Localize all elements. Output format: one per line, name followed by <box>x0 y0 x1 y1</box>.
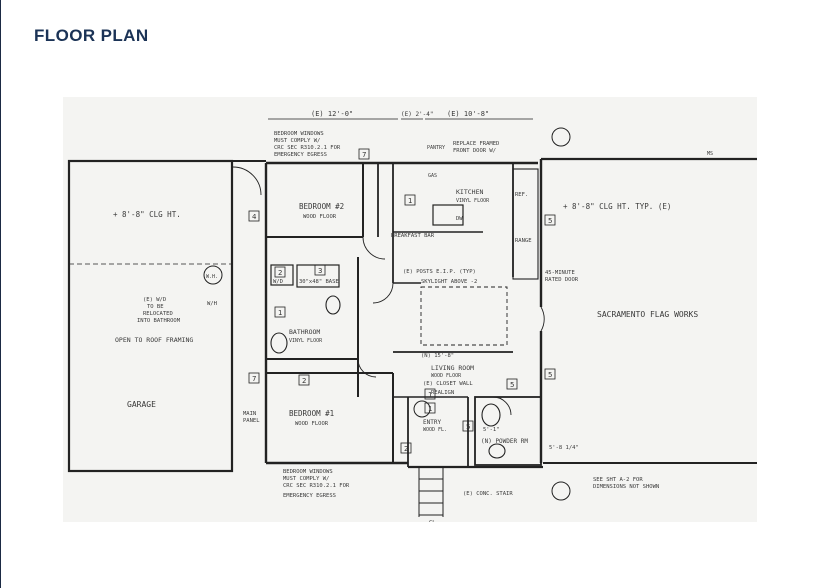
whh-note: W.H. <box>206 274 218 280</box>
svg-text:CRC SEC R310.2.1 FOR: CRC SEC R310.2.1 FOR <box>274 145 341 151</box>
svg-text:5: 5 <box>548 371 552 379</box>
svg-text:7: 7 <box>362 151 366 159</box>
svg-text:45-MINUTE: 45-MINUTE <box>545 270 575 276</box>
svg-text:DIMENSIONS NOT SHOWN: DIMENSIONS NOT SHOWN <box>593 484 659 490</box>
wh-note: W/H <box>207 301 217 307</box>
breakfast-bar-note: BREAKFAST BAR <box>391 233 435 239</box>
dim-label-2: (E) 2'-4" <box>401 111 434 118</box>
bedroom-2-label: BEDROOM #2 <box>299 202 344 211</box>
see-sheet-note: SEE SHT A-2 FOR DIMENSIONS NOT SHOWN <box>593 477 659 490</box>
dim-label-3: (E) 10'-8" <box>447 110 489 118</box>
svg-text:1: 1 <box>428 391 432 399</box>
svg-text:EMERGENCY EGRESS: EMERGENCY EGRESS <box>283 493 336 499</box>
keyed-tag-numbers: 7 4 2 3 1 7 2 1 2 1 5 5 5 5 1 <box>252 151 552 453</box>
bedroom-1-label: BEDROOM #1 <box>289 409 334 418</box>
svg-text:BEDROOM WINDOWS: BEDROOM WINDOWS <box>274 131 324 137</box>
floor-plan-drawing: GARAGE + 8'-8" CLG HT. OPEN TO ROOF FRAM… <box>63 97 757 522</box>
egress-note-top: BEDROOM WINDOWS MUST COMPLY W/ CRC SEC R… <box>274 131 341 158</box>
svg-text:INTO BATHROOM: INTO BATHROOM <box>137 318 181 324</box>
living-room-label: LIVING ROOM <box>431 364 474 372</box>
svg-text:FRONT DOOR W/: FRONT DOOR W/ <box>453 148 496 154</box>
svg-text:MUST COMPLY W/: MUST COMPLY W/ <box>274 138 320 144</box>
open-roof-note: OPEN TO ROOF FRAMING <box>115 336 193 344</box>
living-floor: WOOD FLOOR <box>431 373 462 379</box>
main-panel-note: MAIN PANEL <box>243 411 260 424</box>
range-note: RANGE <box>515 238 532 244</box>
pantry-note: PANTRY <box>427 145 445 151</box>
dw-note: DW <box>456 216 463 222</box>
conc-stair-note: (E) CONC. STAIR <box>463 491 513 497</box>
svg-text:BEDROOM WINDOWS: BEDROOM WINDOWS <box>283 469 333 475</box>
svg-text:TO BE: TO BE <box>147 304 164 310</box>
svg-text:RELOCATED: RELOCATED <box>143 311 173 317</box>
powder-dim-note: 5'-1" <box>483 427 500 433</box>
kitchen-label: KITCHEN <box>456 188 483 196</box>
svg-text:SEE SHT A-2 FOR: SEE SHT A-2 FOR <box>593 477 643 483</box>
svg-text:2: 2 <box>302 377 306 385</box>
svg-text:7: 7 <box>252 375 256 383</box>
wd-note: W/D <box>273 279 283 285</box>
svg-text:2: 2 <box>278 269 282 277</box>
ms-note: MS <box>707 151 713 157</box>
svg-text:5: 5 <box>510 381 514 389</box>
page-left-rule <box>0 0 1 588</box>
dim-label-1: (E) 12'-0" <box>311 110 353 118</box>
plan-walls <box>67 118 757 517</box>
svg-text:MAIN: MAIN <box>243 411 256 417</box>
ceiling-note-left: + 8'-8" CLG HT. <box>113 210 181 219</box>
gas-note: GAS <box>428 173 437 179</box>
realign-note: REALIGN <box>431 390 454 396</box>
svg-text:REPLACE FRAMED: REPLACE FRAMED <box>453 141 499 147</box>
posts-note: (E) POSTS E.I.P. (TYP) <box>403 269 476 275</box>
svg-text:PANEL: PANEL <box>243 418 260 424</box>
svg-text:2: 2 <box>404 445 408 453</box>
ceiling-note-right: + 8'-8" CLG HT. TYP. (E) <box>563 202 671 211</box>
svg-text:5: 5 <box>548 217 552 225</box>
svg-text:EMERGENCY EGRESS: EMERGENCY EGRESS <box>274 152 327 158</box>
page-title: FLOOR PLAN <box>34 26 149 45</box>
wd-relocate-note: (E) W/D TO BE RELOCATED INTO BATHROOM <box>137 297 181 324</box>
bedroom-2-floor: WOOD FLOOR <box>303 214 337 220</box>
powder-room-label: (N) POWDER RM <box>481 438 528 445</box>
skylight-note: SKYLIGHT ABOVE -2 <box>421 279 477 285</box>
svg-text:1: 1 <box>408 197 412 205</box>
svg-text:1: 1 <box>428 405 432 413</box>
svg-text:(E) W/D: (E) W/D <box>143 297 166 303</box>
bottom-mark: CL <box>429 520 436 522</box>
closet-wall-note: (E) CLOSET WALL <box>423 381 473 387</box>
svg-text:3: 3 <box>318 267 322 275</box>
replace-framed-note: REPLACE FRAMED FRONT DOOR W/ <box>453 141 499 154</box>
entry-dim-note: 5'-8 1/4" <box>549 445 579 451</box>
bathroom-label: BATHROOM <box>289 328 320 336</box>
fire-door-note: 45-MINUTE RATED DOOR <box>545 270 579 283</box>
svg-text:1: 1 <box>278 309 282 317</box>
keyed-tags <box>248 148 556 454</box>
bedroom-1-floor: WOOD FLOOR <box>295 421 329 427</box>
main-area-label: SACRAMENTO FLAG WORKS <box>597 310 698 319</box>
floor-plan-svg: GARAGE + 8'-8" CLG HT. OPEN TO ROOF FRAM… <box>67 110 757 522</box>
entry-floor: WOOD FL. <box>423 427 447 433</box>
egress-note-bottom: BEDROOM WINDOWS MUST COMPLY W/ CRC SEC R… <box>283 469 350 499</box>
svg-text:RATED DOOR: RATED DOOR <box>545 277 579 283</box>
bathroom-floor: VINYL FLOOR <box>289 338 323 344</box>
entry-label: ENTRY <box>423 419 441 426</box>
shower-note: 30"x48" BASE <box>299 279 339 285</box>
svg-text:MUST COMPLY W/: MUST COMPLY W/ <box>283 476 329 482</box>
living-dim-note: (N) 15'-8" <box>421 353 454 359</box>
svg-text:5: 5 <box>466 423 470 431</box>
garage-label: GARAGE <box>127 400 156 409</box>
ref-note: REF. <box>515 192 528 198</box>
svg-text:CRC SEC R310.2.1 FOR: CRC SEC R310.2.1 FOR <box>283 483 350 489</box>
svg-text:4: 4 <box>252 213 257 221</box>
kitchen-floor: VINYL FLOOR <box>456 198 490 204</box>
